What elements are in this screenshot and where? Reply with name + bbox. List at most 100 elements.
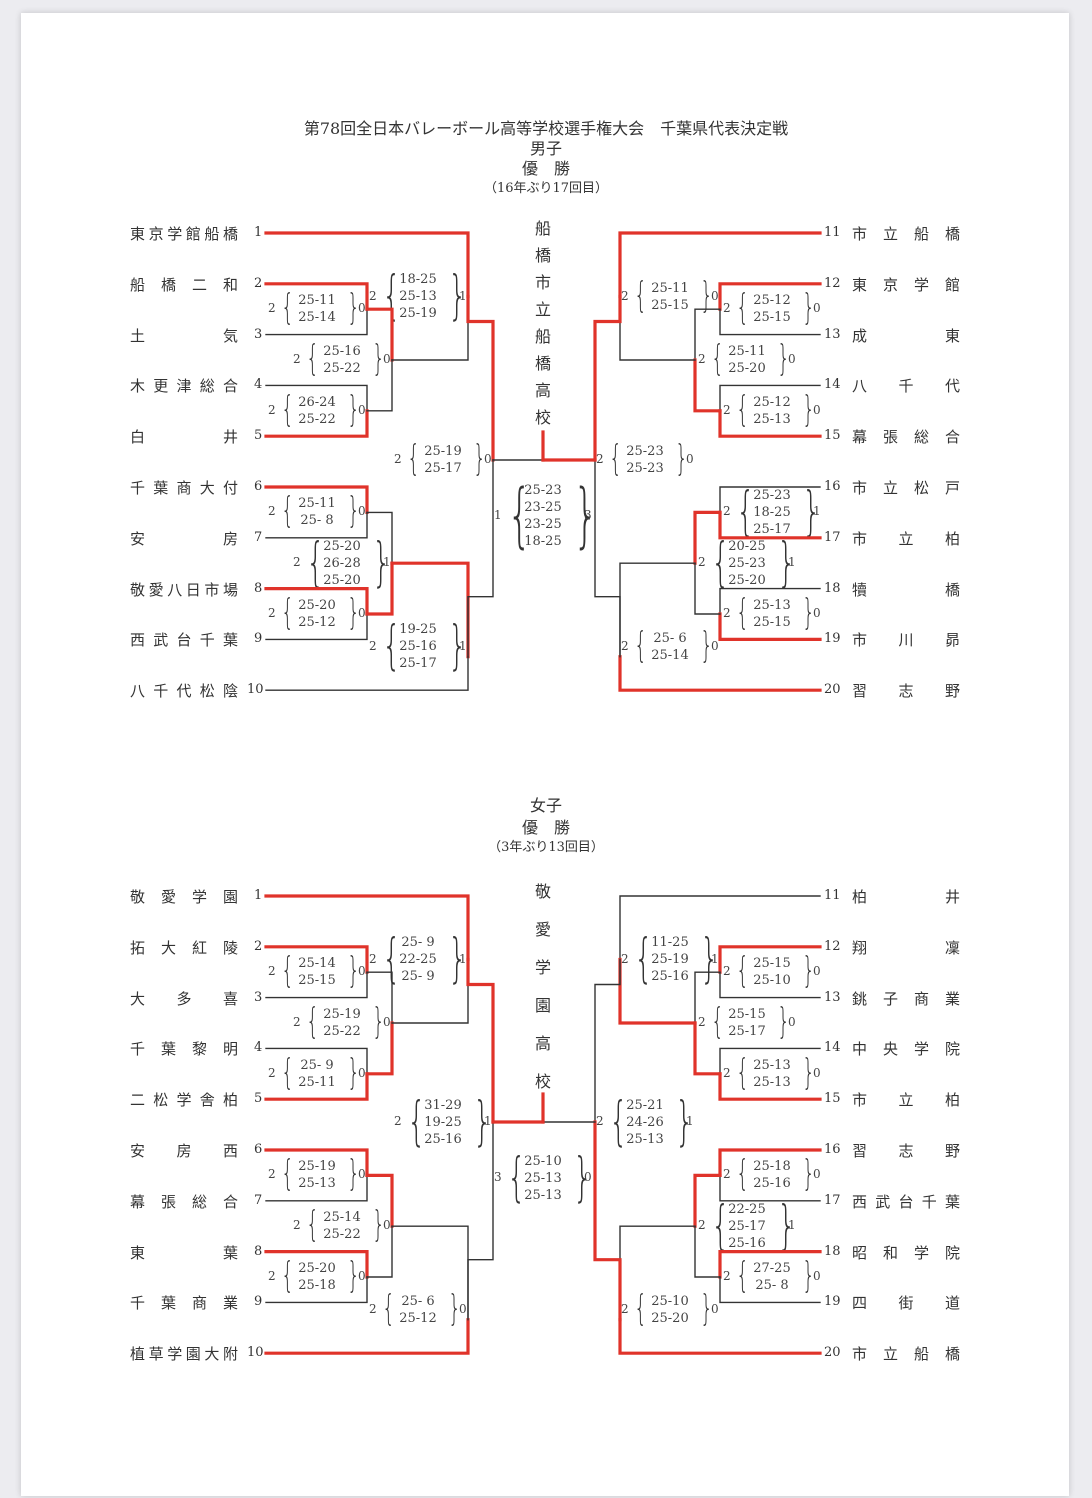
team-name: 白井 bbox=[130, 426, 238, 447]
sets-won-right: 0 bbox=[358, 606, 366, 620]
team-name-char: 葉 bbox=[944, 1192, 960, 1211]
set-score: 25-15 bbox=[753, 956, 791, 972]
sets-won-right: 0 bbox=[686, 452, 694, 466]
team-name-char: 葉 bbox=[160, 1294, 176, 1313]
set-score: 25-17 bbox=[728, 1218, 766, 1234]
sets-won-left: 2 bbox=[698, 1015, 706, 1029]
team-name: 八千代 bbox=[852, 375, 960, 396]
team-name-char: 合 bbox=[222, 377, 238, 396]
team-name-char: 学 bbox=[167, 225, 183, 243]
set-score: 25-14 bbox=[323, 1210, 361, 1226]
team-name-char: 四 bbox=[852, 1294, 868, 1313]
set-score: 25-12 bbox=[399, 1310, 437, 1326]
sets-won-right: 0 bbox=[358, 504, 366, 519]
sets-won-right: 1 bbox=[788, 555, 796, 570]
team-seed: 15 bbox=[824, 428, 841, 444]
team-name-char: 昭 bbox=[852, 1243, 868, 1262]
team-seed: 4 bbox=[254, 377, 263, 393]
team-name-char: 翔 bbox=[852, 938, 868, 957]
sets-won-right: 0 bbox=[383, 352, 391, 366]
line-l-semi-top bbox=[466, 294, 495, 462]
set-score: 23-25 bbox=[524, 500, 562, 515]
team-name-char: 市 bbox=[204, 580, 220, 599]
team-name: 木更津総合 bbox=[130, 375, 238, 396]
champion-char: 船 bbox=[534, 327, 551, 346]
set-score: 25- 6 bbox=[401, 1293, 435, 1309]
team-seed: 16 bbox=[824, 1142, 841, 1157]
team-name: 幕張総合 bbox=[852, 426, 960, 447]
champion-char: 市 bbox=[534, 273, 551, 292]
team-name-char: 中 bbox=[852, 1040, 868, 1059]
set-score: 25- 9 bbox=[401, 969, 435, 984]
team-name: 千葉黎明 bbox=[130, 1038, 238, 1059]
line-l-2v3-top bbox=[264, 945, 369, 974]
set-score: 25-18 bbox=[753, 1159, 791, 1175]
team-name-char: 船 bbox=[913, 225, 929, 243]
team-name-char: 千 bbox=[130, 479, 146, 497]
team-name-char: 立 bbox=[882, 1345, 898, 1364]
champion-char: 橋 bbox=[534, 354, 551, 373]
team-name-char: 商 bbox=[913, 989, 929, 1008]
set-score: 19-25 bbox=[424, 1114, 462, 1130]
champion-char: 園 bbox=[534, 996, 551, 1015]
team-name-char: 立 bbox=[898, 1091, 914, 1110]
set-score: 25-19 bbox=[424, 444, 462, 459]
sets-won-left: 2 bbox=[394, 1114, 402, 1128]
sets-won-right: 0 bbox=[813, 964, 821, 979]
team-seed: 5 bbox=[254, 1091, 263, 1107]
team-seed: 7 bbox=[254, 529, 263, 545]
team-name-char: 央 bbox=[882, 1040, 898, 1059]
team-name-char: 台 bbox=[898, 1192, 914, 1211]
sets-won-right: 3 bbox=[584, 508, 592, 522]
team-name: 東京学館船橋 bbox=[130, 223, 238, 244]
team-name: 四街道 bbox=[852, 1292, 960, 1313]
sets-won-left: 2 bbox=[293, 1218, 301, 1233]
team-name-char: 館 bbox=[185, 225, 201, 243]
team-name-char: 柏 bbox=[222, 1091, 238, 1110]
team-name-char: 習 bbox=[852, 682, 868, 701]
line-l-b-top bbox=[365, 1173, 394, 1228]
set-score: 25- 6 bbox=[653, 630, 687, 646]
team-name-char: 橋 bbox=[944, 580, 960, 599]
set-score: 11-25 bbox=[651, 935, 689, 950]
line-l-2v3-top bbox=[264, 282, 369, 311]
line-r-18v19-top bbox=[719, 587, 821, 615]
line-r-18v19-bottom bbox=[718, 612, 822, 642]
team-name-char: 大 bbox=[130, 989, 146, 1008]
line-l-6v7-top bbox=[264, 485, 369, 515]
line-l-b10-bottom bbox=[265, 656, 469, 691]
team-name-char: 明 bbox=[222, 1040, 238, 1059]
team-name-char: 犢 bbox=[852, 580, 868, 599]
line-l-a-top bbox=[366, 971, 393, 1024]
team-name: 成東 bbox=[852, 325, 960, 346]
team-name: 東葉 bbox=[130, 1242, 238, 1263]
team-name: 西武台千葉 bbox=[130, 629, 238, 650]
sets-won-right: 0 bbox=[813, 301, 821, 316]
team-seed: 18 bbox=[824, 580, 841, 596]
line-r-12v13-bottom bbox=[719, 308, 821, 336]
team-name-char: 市 bbox=[852, 1345, 868, 1364]
set-score: 25-16 bbox=[399, 639, 437, 655]
set-score: 31-29 bbox=[424, 1097, 462, 1113]
line-r-14v15-bottom bbox=[718, 1072, 822, 1101]
team-name-char: 市 bbox=[852, 479, 868, 497]
team-name-char: 張 bbox=[160, 1192, 176, 1211]
team-name-char: 井 bbox=[944, 888, 960, 906]
set-score: 25-23 bbox=[753, 487, 791, 503]
sets-won-left: 2 bbox=[369, 951, 377, 966]
set-score: 25-12 bbox=[753, 293, 791, 309]
team-name-char: 和 bbox=[882, 1243, 898, 1262]
sets-won-left: 2 bbox=[698, 352, 706, 366]
team-name-char: 院 bbox=[944, 1040, 960, 1059]
line-r-16v17-top bbox=[718, 1148, 822, 1178]
set-score: 25-18 bbox=[298, 1278, 336, 1293]
sets-won-left: 2 bbox=[621, 951, 629, 966]
set-score: 25-14 bbox=[298, 956, 336, 972]
team-name-char: 黎 bbox=[191, 1040, 207, 1059]
champion-label: 優 勝 bbox=[521, 159, 570, 178]
